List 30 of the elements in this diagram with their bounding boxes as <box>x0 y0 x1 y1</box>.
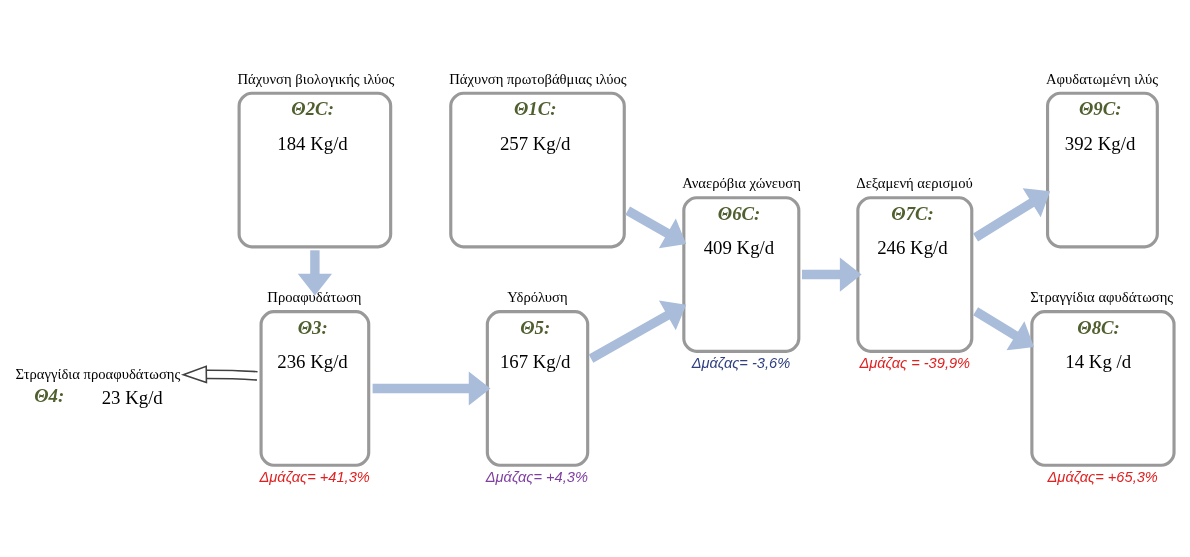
node-label: Δμάζας= +4,3% <box>485 468 588 485</box>
node-label: Δμάζας = -39,9% <box>859 354 971 371</box>
arrow <box>973 306 1034 350</box>
node-label: Δμάζας= -3,6% <box>691 354 791 371</box>
node-label: Αναερόβια χώνευση <box>682 174 801 191</box>
node-label: Στραγγίδια αφυδάτωσης <box>1030 288 1174 305</box>
node-label: Δμάζας= +41,3% <box>259 468 370 485</box>
node-box: Θ2C: 184 Kg/d <box>237 91 393 248</box>
node-label: Υδρόλυση <box>507 288 568 305</box>
node-label: Προαφυδάτωση <box>267 288 362 305</box>
arrow <box>588 300 687 363</box>
node-label: Δεξαμενή αερισμού <box>856 174 973 191</box>
node-label: Πάχυνση πρωτοβάθμιας ιλύος <box>449 70 627 86</box>
node-text: Στραγγίδια προαφυδάτωσης Θ4: 23 Kg/d <box>15 365 181 408</box>
node-box: Θ7C: 246 Kg/d <box>856 195 974 353</box>
arrow <box>625 206 687 248</box>
node-box: Θ9C: 392 Kg/d <box>1046 91 1159 248</box>
node-box: Θ1C: 257 Kg/d <box>449 91 626 248</box>
arrow <box>297 249 332 295</box>
node-box: Θ3: 236 Kg/d <box>259 309 371 467</box>
arrow <box>372 370 491 406</box>
node-box: Θ8C: 14 Kg /d <box>1030 309 1176 467</box>
node-box: Θ5: 167 Kg/d <box>485 309 590 467</box>
node-box: Θ6C: 409 Kg/d <box>682 195 801 353</box>
arrow <box>973 187 1051 242</box>
arrow <box>802 256 862 292</box>
arrow <box>180 364 259 383</box>
node-label: Πάχυνση βιολογικής ιλύος <box>237 70 395 86</box>
node-label: Αφυδατωμένη ιλύς <box>1045 70 1158 86</box>
node-label: Δμάζας= +65,3% <box>1047 468 1158 485</box>
